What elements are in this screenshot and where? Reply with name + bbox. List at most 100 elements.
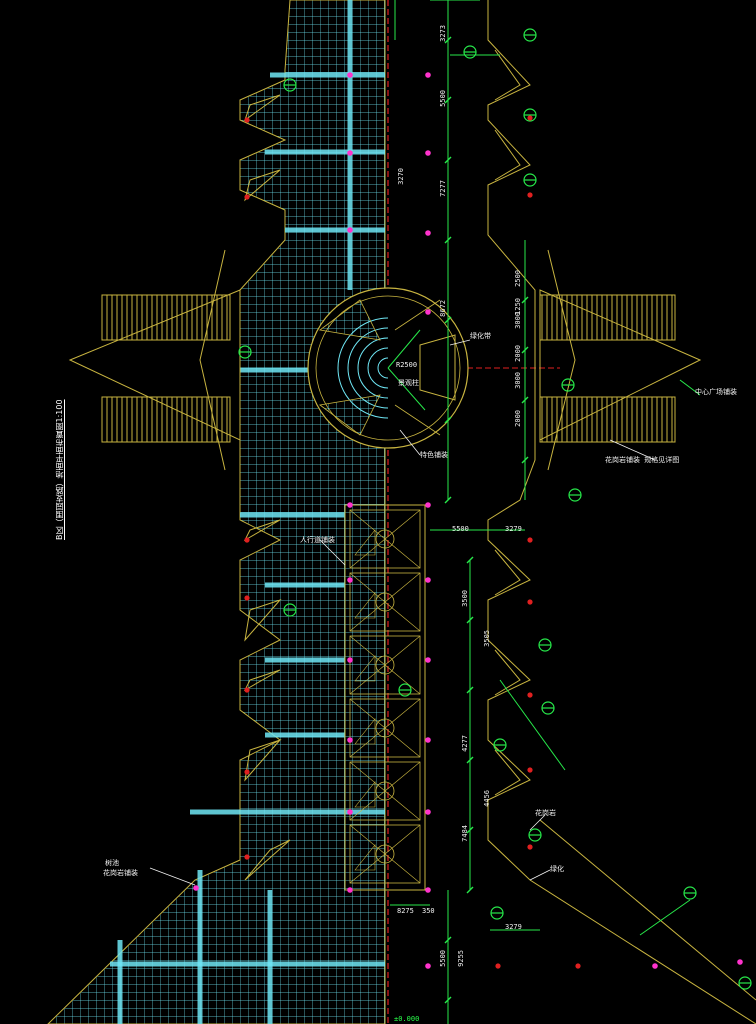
dim-label: 2500 [514, 270, 522, 287]
magenta-marker [347, 72, 353, 78]
note-label: 人行道铺装 [300, 536, 335, 544]
magenta-marker [347, 887, 353, 893]
note-label: 中心广场铺装 [695, 388, 737, 396]
dimension-tick [466, 686, 474, 694]
elevation-label: ±0.000 [394, 1015, 420, 1023]
right-outline [487, 0, 756, 1024]
magenta-marker [425, 72, 431, 78]
circular-plaza [307, 287, 469, 449]
dim-label: 9255 [457, 950, 465, 967]
dim-label: 350 [422, 907, 435, 915]
dim-label: 2000 [514, 410, 522, 427]
dimension-tick [444, 496, 452, 504]
module-triangle [354, 592, 376, 619]
module-circle [375, 655, 395, 675]
module-square [349, 509, 421, 569]
radius-label: R2500 [396, 361, 418, 369]
dim-label: 3273 [439, 25, 447, 42]
module-square [349, 698, 421, 758]
tree-marker [527, 192, 533, 198]
module-cross [349, 572, 421, 632]
tree-marker [527, 115, 533, 121]
dim-label: 8672 [439, 300, 447, 317]
dim-label: 8275 [397, 907, 414, 915]
magenta-marker [425, 657, 431, 663]
dimension-tick [444, 236, 452, 244]
tree-marker [244, 117, 250, 123]
module-circle [375, 781, 395, 801]
dim-label: 3000 [514, 372, 522, 389]
tree-marker [244, 687, 250, 693]
dimension-tick [521, 296, 529, 304]
tree-marker [244, 854, 250, 860]
module-triangle [354, 655, 376, 682]
dim-label: 7484 [461, 825, 469, 842]
module-triangle [354, 529, 376, 556]
magenta-marker [425, 577, 431, 583]
tree-marker [527, 767, 533, 773]
magenta-marker [425, 887, 431, 893]
magenta-marker [347, 150, 353, 156]
dimension-tick [444, 96, 452, 104]
dim-label: 3279 [505, 525, 522, 533]
magenta-marker [425, 309, 431, 315]
note-label: 花岗岩铺装 规格见详图 [605, 456, 680, 464]
dimension-tick [466, 756, 474, 764]
module-square [349, 572, 421, 632]
dimension-tick [466, 556, 474, 564]
dimension-tick [466, 616, 474, 624]
magenta-marker [737, 959, 743, 965]
module-circle [375, 718, 395, 738]
dimension-tick [521, 456, 529, 464]
module-triangle [354, 718, 376, 745]
magenta-marker [193, 885, 199, 891]
dimension-tick [444, 316, 452, 324]
magenta-marker [425, 230, 431, 236]
magenta-marker [347, 502, 353, 508]
dimension-tick [444, 996, 452, 1004]
dim-label: 7277 [439, 180, 447, 197]
magenta-marker [347, 657, 353, 663]
magenta-marker [425, 502, 431, 508]
magenta-marker [425, 963, 431, 969]
note-label: 树池 [105, 859, 119, 867]
dimension-tick [444, 156, 452, 164]
module-square [349, 824, 421, 884]
module-square [349, 635, 421, 695]
right-arrow-feature [539, 249, 702, 471]
tree-marker [575, 963, 581, 969]
dimension-tick [466, 826, 474, 834]
dim-label: 4456 [483, 790, 491, 807]
dim-label: 5500 [439, 950, 447, 967]
note-label: 景观柱 [398, 379, 419, 387]
module-cross [349, 824, 421, 884]
dimension-tick [521, 346, 529, 354]
module-cross [349, 698, 421, 758]
dim-label: 5500 [439, 90, 447, 107]
note-label: 花岗岩 [535, 809, 556, 817]
module-circle [375, 844, 395, 864]
drawing-title: B区（围园支路）地面平面布置图1:100 [55, 399, 64, 540]
module-cross [349, 761, 421, 821]
dimension-tick [444, 936, 452, 944]
dimension-lines [390, 0, 701, 1024]
magenta-marker [347, 227, 353, 233]
note-label: 绿化带 [470, 332, 491, 340]
dim-label: 3000 [514, 312, 522, 329]
dimension-tick [444, 36, 452, 44]
note-label: 绿化 [550, 865, 564, 873]
magenta-marker [425, 809, 431, 815]
module-circle [375, 592, 395, 612]
module-triangle [354, 844, 376, 871]
dim-label: 5500 [452, 525, 469, 533]
tree-marker [244, 537, 250, 543]
magenta-marker [347, 577, 353, 583]
module-triangle [354, 781, 376, 808]
dim-label: 3270 [397, 168, 405, 185]
tree-marker [244, 595, 250, 601]
note-label: 花岗岩铺装 [103, 869, 138, 877]
dimension-tick [521, 396, 529, 404]
magenta-marker [347, 809, 353, 815]
module-square [349, 761, 421, 821]
